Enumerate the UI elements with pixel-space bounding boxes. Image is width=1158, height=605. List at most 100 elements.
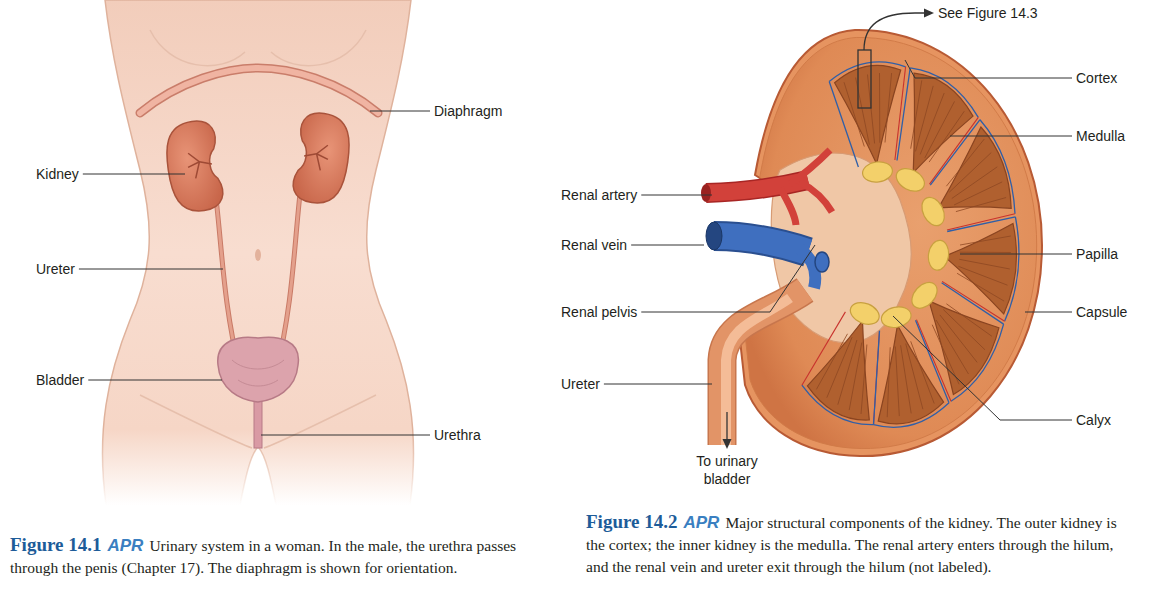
leader-line xyxy=(1025,312,1072,313)
pyramid-striation xyxy=(844,82,864,146)
ureter-tube xyxy=(722,290,805,445)
arcuate-vessel xyxy=(910,68,978,118)
vein-cut-end xyxy=(815,252,829,272)
leader-line xyxy=(950,136,1072,137)
pyramid-striation xyxy=(949,153,991,193)
kidney-shape xyxy=(162,119,225,215)
pyramid-striation xyxy=(940,315,977,363)
figure-caption: Figure 14.1APRUrinary system in a woman.… xyxy=(10,534,540,579)
leader-line xyxy=(88,380,222,381)
leader-line xyxy=(641,245,815,312)
calyx-cup xyxy=(892,164,928,196)
part-label: Calyx xyxy=(1076,411,1111,429)
pyramid-striation xyxy=(960,236,1011,245)
pyramid-striation xyxy=(901,345,912,413)
interlobar-artery xyxy=(874,331,880,425)
calyx-cup xyxy=(847,299,882,329)
part-label: Medulla xyxy=(1076,127,1125,145)
apr-logo: APR xyxy=(683,513,719,532)
interlobar-vein xyxy=(947,217,1015,232)
medulla-pyramid xyxy=(939,127,1012,208)
ureter-lumen xyxy=(726,298,790,445)
arcuate-vessel xyxy=(802,385,874,425)
part-label: Papilla xyxy=(1076,245,1118,263)
pyramid-striation xyxy=(827,337,852,398)
pyramid-striation xyxy=(959,259,1010,269)
part-label: To urinary bladder xyxy=(687,452,767,488)
groin-shading xyxy=(140,395,252,448)
calyx-cup xyxy=(917,194,948,230)
calyx-cup xyxy=(861,160,893,184)
urethra-tube xyxy=(254,396,262,448)
interlobar-vein xyxy=(897,68,910,161)
pyramid-striation xyxy=(879,73,880,143)
medulla-pyramid xyxy=(835,65,901,164)
interlobar-vein xyxy=(930,120,980,186)
medulla-pyramid xyxy=(913,73,973,172)
figure-number: Figure 14.1 xyxy=(10,534,101,555)
pyramid-striation xyxy=(887,347,890,417)
interlobar-vein xyxy=(942,283,1004,324)
diaphragm-band xyxy=(140,68,378,113)
figure-number: Figure 14.2 xyxy=(586,511,677,532)
pyramid-striation xyxy=(838,340,857,405)
part-label: Ureter xyxy=(561,375,600,393)
arcuate-vessel xyxy=(874,403,950,428)
leader-line xyxy=(604,384,712,385)
interlobar-artery xyxy=(802,312,846,385)
pyramid-striation xyxy=(911,341,935,403)
direction-arrow xyxy=(726,412,727,440)
leader-line xyxy=(83,174,185,175)
pyramid-striation xyxy=(906,344,923,410)
arcuate-vessel xyxy=(829,62,905,82)
chest-shading xyxy=(271,30,366,66)
leader-line xyxy=(960,254,1072,255)
pyramid-striation xyxy=(816,334,847,390)
artery-branch xyxy=(780,150,832,225)
pyramid-striation xyxy=(895,347,899,417)
pyramid-striation xyxy=(916,86,934,151)
leader-line xyxy=(79,269,223,270)
bladder-shape xyxy=(218,337,299,402)
renal-vein xyxy=(714,236,808,252)
vein-branch xyxy=(800,249,815,288)
kidney-calyces xyxy=(186,150,213,179)
part-label: Renal vein xyxy=(561,236,627,254)
kidney-section xyxy=(701,9,1042,457)
pyramid-striation xyxy=(929,111,964,162)
leader-line xyxy=(370,111,430,112)
medulla-pyramid xyxy=(878,325,943,424)
pyramid-striation xyxy=(861,345,867,415)
pyramid-striation xyxy=(952,167,998,199)
interlobar-vein xyxy=(874,331,880,425)
part-label: Urethra xyxy=(434,426,481,444)
medulla-pyramid xyxy=(807,321,869,420)
pyramid-striation xyxy=(946,139,984,186)
pyramid-striation xyxy=(936,320,968,374)
renal-vein xyxy=(714,236,808,252)
part-label: See Figure 14.3 xyxy=(938,4,1038,22)
leader-line xyxy=(905,60,1072,78)
part-label: Diaphragm xyxy=(434,102,502,120)
calyx-cup xyxy=(926,239,950,271)
bladder-fold xyxy=(232,360,284,386)
pyramid-striation xyxy=(943,310,985,350)
part-label: Cortex xyxy=(1076,69,1117,87)
illustration-part xyxy=(802,62,1019,427)
leader-line xyxy=(261,435,430,436)
chest-shading xyxy=(150,30,245,66)
calyx-cup xyxy=(907,278,942,314)
arcuate-vessel xyxy=(1005,217,1019,321)
figure-caption: Figure 14.2APRMajor structural component… xyxy=(586,511,1126,578)
leader-line xyxy=(641,195,712,196)
leader-line xyxy=(893,316,1072,420)
part-label: Kidney xyxy=(36,165,79,183)
part-label: Renal artery xyxy=(561,186,637,204)
apr-logo: APR xyxy=(107,536,143,555)
vein-cut-end xyxy=(706,222,722,250)
pyramid-striation xyxy=(958,266,1007,285)
interlobar-vein xyxy=(829,82,858,168)
navel xyxy=(255,249,261,261)
kidney-calyces xyxy=(302,142,329,171)
